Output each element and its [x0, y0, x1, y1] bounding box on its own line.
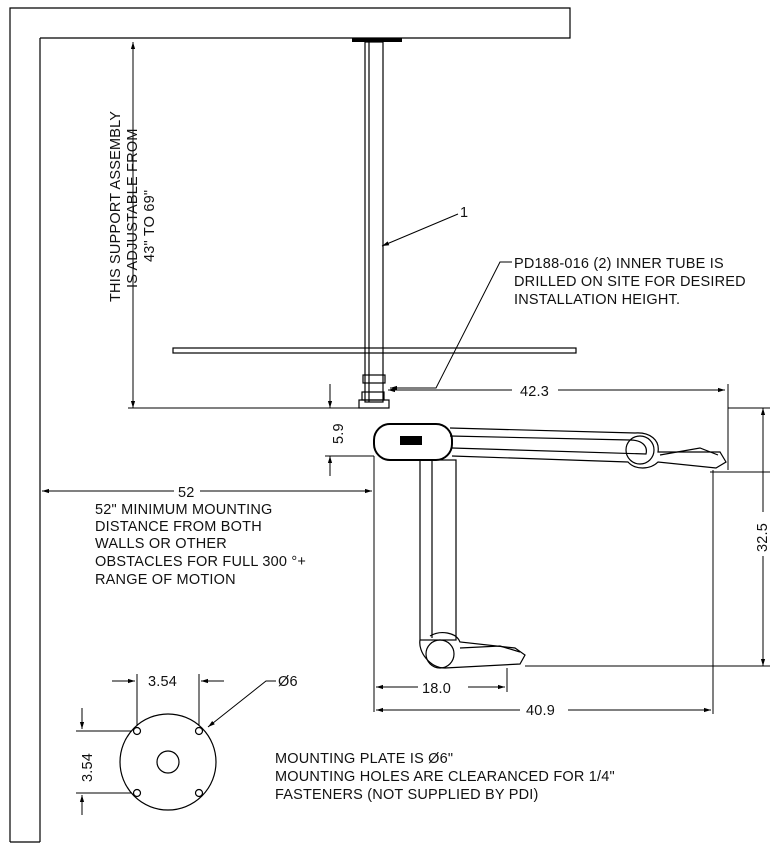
support-note-line3: 43" TO 69" [142, 190, 158, 262]
plate-note-line1: MOUNTING PLATE IS Ø6" [275, 751, 453, 767]
dim-3-54-v-label: 3.54 [80, 753, 96, 782]
mounting-note-line4: OBSTACLES FOR FULL 300 °+ [95, 554, 306, 570]
dim-32-5-label: 32.5 [755, 523, 771, 552]
dimension-42-3 [388, 381, 729, 470]
dim-42-3-label: 42.3 [520, 384, 549, 400]
mounting-hole [132, 726, 142, 736]
dimension-40-9 [376, 470, 714, 719]
mounting-hole [194, 788, 204, 798]
mounting-hole [132, 788, 142, 798]
dimension-52 [42, 456, 375, 712]
balloon-label: 1 [460, 205, 468, 221]
balloon-leader [381, 213, 459, 247]
dimension-32-5 [525, 407, 772, 667]
dim-diameter-label: Ø6 [278, 674, 298, 690]
mounting-note-line5: RANGE OF MOTION [95, 572, 236, 588]
mounting-note-line3: WALLS OR OTHER [95, 536, 227, 552]
part-note-line2: DRILLED ON SITE FOR DESIRED [514, 274, 746, 290]
dim-3-54-h-label: 3.54 [148, 674, 177, 690]
dim-52-label: 52 [178, 485, 195, 501]
part-note-line3: INSTALLATION HEIGHT. [514, 292, 680, 308]
diameter-leader [207, 680, 276, 728]
support-note-line1: THIS SUPPORT ASSEMBLY [108, 111, 124, 302]
mounting-note-line2: DISTANCE FROM BOTH [95, 519, 262, 535]
part-note-line1: PD188-016 (2) INNER TUBE IS [514, 256, 724, 272]
wall-ceiling [9, 7, 571, 843]
dimension-5-9 [325, 384, 374, 476]
upper-arm [373, 423, 727, 469]
dimension-3-54-vertical [76, 708, 132, 815]
mounting-hole [194, 726, 204, 736]
support-note-line2: IS ADJUSTABLE FROM [125, 128, 141, 288]
plate-note-line3: FASTENERS (NOT SUPPLIED BY PDI) [275, 787, 539, 803]
dim-18-0-label: 18.0 [422, 681, 451, 697]
plate-note-line2: MOUNTING HOLES ARE CLEARANCED FOR 1/4" [275, 769, 615, 785]
mounting-note-line1: 52" MINIMUM MOUNTING [95, 502, 273, 518]
lower-arm [419, 459, 526, 669]
part-note-leader [390, 261, 512, 391]
dim-40-9-label: 40.9 [526, 703, 555, 719]
support-pole [172, 38, 577, 409]
mounting-plate [119, 713, 217, 811]
dimension-18-0 [376, 668, 508, 696]
dimension-3-54-horizontal [112, 674, 224, 726]
dimension-support-height [128, 42, 360, 409]
dim-5-9-label: 5.9 [331, 423, 347, 444]
